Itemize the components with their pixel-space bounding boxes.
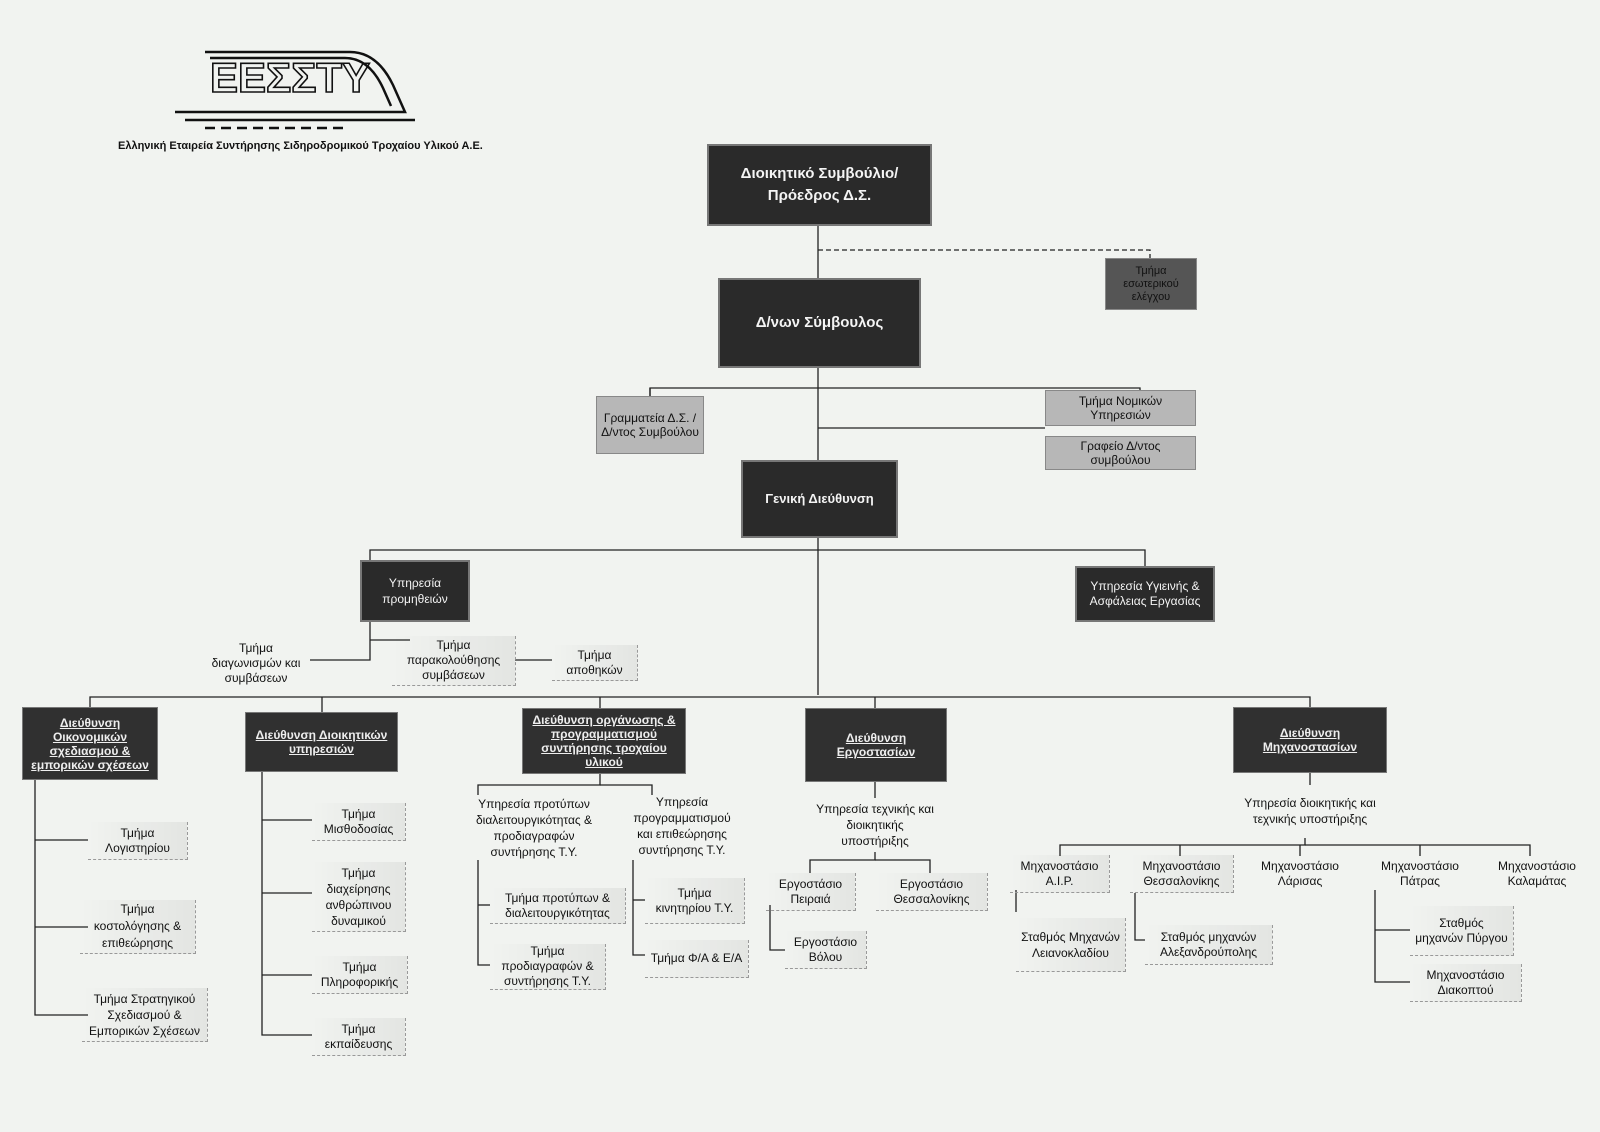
logo-mark: ΕΕΣΣΤΥ xyxy=(210,54,370,101)
directorate-depots-box: Διεύθυνση Μηχανοστασίων xyxy=(1233,707,1387,773)
finance-dept: Τμήμα Στρατηγικού Σχεδιασμού & Εμπορικών… xyxy=(82,988,208,1042)
admin-dept: Τμήμα Πληροφορικής xyxy=(312,956,408,994)
depot: Μηχανοστάσιο Λάρισας xyxy=(1261,859,1339,888)
planning-dept: Τμήμα κινητηρίου Τ.Υ. xyxy=(645,878,745,924)
station: Μηχανοστάσιο Διακοπτού xyxy=(1410,964,1522,1002)
planning-dept: Τμήμα Φ/Α & Ε/Α xyxy=(645,940,749,978)
procurement-service-box: Υπηρεσία προμηθειών xyxy=(360,560,470,622)
planning-service: Υπηρεσία προγραμματισμού και επιθεώρησης… xyxy=(633,795,731,857)
directorate-admin-box: Διεύθυνση Διοικητικών υπηρεσιών xyxy=(245,712,398,772)
procurement-item: Τμήμα διαγωνισμών και συμβάσεων xyxy=(211,640,301,685)
directorate-maintenance-planning-box: Διεύθυνση οργάνωσης & προγραμματισμού συ… xyxy=(522,708,686,774)
finance-dept: Τμήμα κοστολόγησης & επιθεώρησης xyxy=(80,900,196,954)
depot: Μηχανοστάσιο Α.Ι.Ρ. xyxy=(1010,855,1110,893)
audit-box: Τμήμα εσωτερικού ελέγχου xyxy=(1105,258,1197,310)
admin-dept: Τμήμα διαχείρησης ανθρώπινου δυναμικού xyxy=(312,862,406,932)
admin-dept: Τμήμα εκπαίδευσης xyxy=(312,1018,406,1056)
standards-service: Υπηρεσία προτύπων διαλειτουργικότητας & … xyxy=(476,797,592,859)
logo-graphic: ΕΕΣΣΤΥ xyxy=(175,50,415,130)
procurement-item: Τμήμα αποθηκών xyxy=(552,645,638,681)
secretariat-box: Γραμματεία Δ.Σ. / Δ/ντος Συμβούλου xyxy=(596,396,704,454)
finance-dept: Τμήμα Λογιστηρίου xyxy=(88,822,188,860)
station: Σταθμός μηχανών Πύργου xyxy=(1410,906,1514,956)
station: Σταθμός μηχανών Αλεξανδρούπολης xyxy=(1145,925,1273,965)
legal-box: Τμήμα Νομικών Υπηρεσιών xyxy=(1045,390,1196,426)
safety-service-box: Υπηρεσία Υγιεινής & Ασφάλειας Εργασίας xyxy=(1075,566,1215,622)
depot: Μηχανοστάσιο Καλαμάτας xyxy=(1498,859,1576,888)
factory: Εργοστάσιο Βόλου xyxy=(785,931,867,969)
company-logo: ΕΕΣΣΤΥ xyxy=(115,40,435,160)
ceo-office-box: Γραφείο Δ/ντος συμβούλου xyxy=(1045,436,1196,470)
general-management-box: Γενική Διεύθυνση xyxy=(741,460,898,538)
procurement-item: Τμήμα παρακολούθησης συμβάσεων xyxy=(392,636,516,686)
ceo-box: Δ/νων Σύμβουλος xyxy=(718,278,921,368)
directorate-finance-box: Διεύθυνση Οικονομικών σχεδιασμού & εμπορ… xyxy=(22,707,158,780)
station: Σταθμός Μηχανών Λειανοκλαδίου xyxy=(1016,918,1126,972)
standards-dept: Τμήμα προδιαγραφών & συντήρησης Τ.Υ. xyxy=(490,944,606,990)
factory: Εργοστάσιο Θεσσαλονίκης xyxy=(876,873,988,911)
factory: Εργοστάσιο Πειραιά xyxy=(766,873,856,911)
depot: Μηχανοστάσιο Θεσσαλονίκης xyxy=(1130,855,1234,893)
directorate-factories-box: Διεύθυνση Εργοστασίων xyxy=(805,708,947,782)
depots-service: Υπηρεσία διοικητικής και τεχνικής υποστή… xyxy=(1244,796,1376,826)
standards-dept: Τμήμα προτύπων & διαλειτουργικότητας xyxy=(490,888,626,924)
admin-dept: Τμήμα Μισθοδοσίας xyxy=(312,803,406,841)
board-box: Διοικητικό Συμβούλιο/ Πρόεδρος Δ.Σ. xyxy=(707,144,932,226)
company-name: Ελληνική Εταιρεία Συντήρησης Σιδηροδρομι… xyxy=(118,140,483,152)
depot: Μηχανοστάσιο Πάτρας xyxy=(1381,859,1459,888)
factories-service: Υπηρεσία τεχνικής και διοικητικής υποστή… xyxy=(816,802,934,848)
